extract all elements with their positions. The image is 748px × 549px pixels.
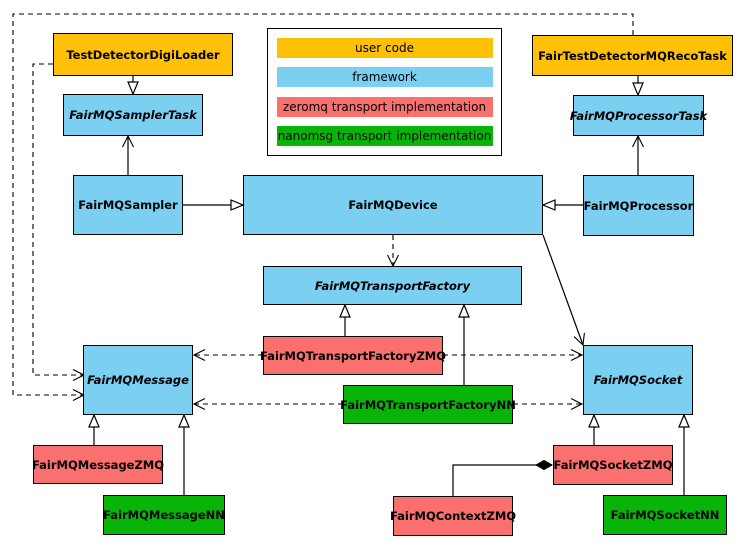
node-label: FairMQProcessorTask (569, 108, 708, 123)
legend: user code framework zeromq transport imp… (267, 28, 502, 156)
node-fairmq-device: FairMQDevice (243, 175, 543, 235)
legend-item-nanomsg: nanomsg transport implementation (276, 125, 493, 146)
node-fairmq-socket: FairMQSocket (583, 345, 693, 415)
node-label: FairMQSocket (593, 373, 683, 387)
legend-label: nanomsg transport implementation (277, 128, 492, 143)
node-label: FairMQContextZMQ (389, 509, 517, 523)
legend-label: user code (355, 41, 414, 56)
node-label: FairMQDevice (348, 198, 438, 212)
edge-dependency-digiloader-message (32, 63, 84, 375)
node-label: FairMQMessageNN (103, 508, 225, 522)
node-fairmq-processor-task: FairMQProcessorTask (569, 95, 708, 136)
edge-composition-socketzmq-contextzmq (452, 465, 552, 496)
node-fairmq-transport-factory-zmq: FairMQTransportFactoryZMQ (260, 336, 447, 375)
node-fairmq-processor: FairMQProcessor (583, 175, 694, 236)
node-label: FairMQTransportFactory (314, 278, 471, 293)
node-fairmq-message-nn: FairMQMessageNN (103, 495, 225, 535)
node-test-detector-digi-loader: TestDetectorDigiLoader (53, 33, 233, 76)
legend-item-zeromq: zeromq transport implementation (276, 96, 493, 117)
edge-association-device-socket (542, 234, 583, 345)
node-fair-test-detector-mq-reco-task: FairTestDetectorMQRecoTask (532, 35, 733, 76)
node-fairmq-socket-zmq: FairMQSocketZMQ (553, 445, 673, 485)
legend-item-user-code: user code (276, 38, 493, 59)
node-fairmq-sampler-task: FairMQSamplerTask (63, 94, 203, 136)
node-fairmq-transport-factory: FairMQTransportFactory (263, 266, 522, 305)
node-fairmq-sampler: FairMQSampler (73, 175, 183, 235)
node-fairmq-transport-factory-nn: FairMQTransportFactoryNN (340, 385, 516, 424)
node-label: FairMQSamplerTask (69, 108, 197, 122)
node-label: FairMQMessage (87, 373, 189, 387)
node-label: FairMQTransportFactoryZMQ (260, 348, 447, 363)
node-label: TestDetectorDigiLoader (66, 47, 220, 62)
legend-label: zeromq transport implementation (282, 99, 487, 114)
node-fairmq-socket-nn: FairMQSocketNN (603, 495, 727, 535)
node-label: FairMQSampler (78, 198, 178, 212)
node-label: FairTestDetectorMQRecoTask (538, 48, 727, 63)
node-label: FairMQTransportFactoryNN (340, 397, 516, 412)
node-fairmq-context-zmq: FairMQContextZMQ (389, 496, 517, 536)
legend-label: framework (352, 70, 417, 85)
node-label: FairMQSocketZMQ (553, 458, 673, 472)
node-label: FairMQMessageZMQ (31, 457, 165, 472)
node-label: FairMQProcessor (583, 198, 694, 213)
node-label: FairMQSocketNN (610, 508, 720, 522)
edge-dependency-recotask-message (12, 13, 634, 395)
node-fairmq-message-zmq: FairMQMessageZMQ (31, 445, 165, 484)
legend-item-framework: framework (276, 67, 493, 88)
node-fairmq-message: FairMQMessage (83, 345, 193, 415)
